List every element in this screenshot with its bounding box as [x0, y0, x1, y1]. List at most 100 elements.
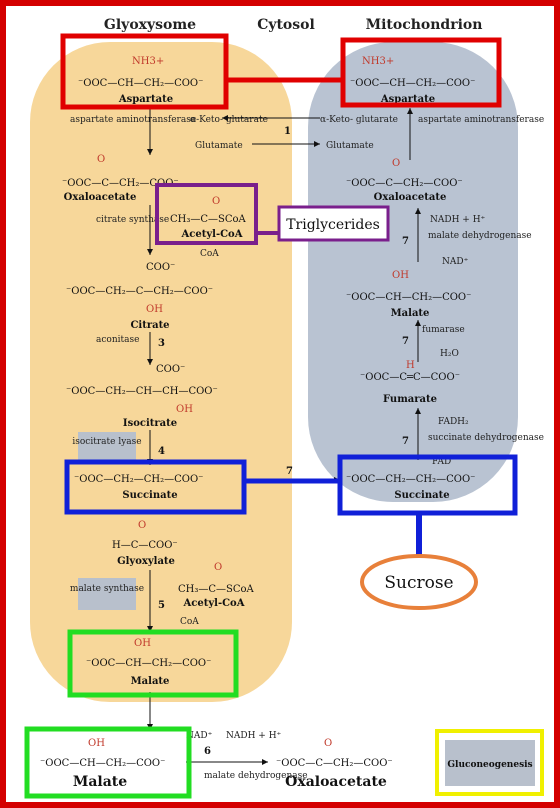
m-nadh: NADH + H⁺ [430, 215, 486, 225]
g-isocitrate-name: Isocitrate [123, 418, 177, 429]
g-acetylcoa-o: O [212, 196, 220, 207]
g-isocitrate-lyase-box [78, 432, 136, 462]
g-step4: 4 [158, 446, 165, 457]
header-cytosol: Cytosol [257, 17, 315, 33]
m-nad: NAD⁺ [442, 257, 469, 267]
c-oxaloacetate-o: O [324, 738, 332, 749]
aspartate-box-mitochondrion [340, 37, 502, 108]
g-succinate-formula: ⁻OOC—CH₂—CH₂—COO⁻ [74, 474, 203, 485]
g-citrate-formula: ⁻OOC—CH₂—C—CH₂—COO⁻ [66, 286, 213, 297]
m-fadh2: FADH₂ [438, 417, 469, 427]
m-malate-dehydrogenase: malate dehydrogenase [428, 231, 532, 241]
c-nad: NAD⁺ [186, 731, 213, 741]
m-glutamate: Glutamate [326, 141, 374, 151]
m-step1: 1 [284, 126, 291, 137]
transfer-step7: 7 [286, 466, 293, 477]
c-oxaloacetate-name: Oxaloacetate [285, 774, 387, 790]
g-isocitrate-oh: OH [176, 404, 193, 415]
malate-box-glyoxysome [67, 629, 239, 698]
g-malate-oh: OH [134, 638, 151, 649]
gluconeogenesis-label: Gluconeogenesis [447, 760, 532, 770]
sucrose-oval [360, 554, 478, 610]
g-oxaloacetate-formula: ⁻OOC—C—CH₂—COO⁻ [62, 178, 179, 189]
malate-box-cytosol [24, 726, 192, 799]
g-glyoxylate-o: O [138, 520, 146, 531]
gluconeogenesis-fill [445, 740, 535, 786]
c-nadh: NADH + H⁺ [226, 731, 282, 741]
sucrose-label: Sucrose [384, 573, 453, 593]
c-malate-name: Malate [73, 774, 127, 790]
m-alpha-ketoglutarate: α-Keto- glutarate [320, 115, 398, 125]
c-oxaloacetate-formula: ⁻OOC—C—CH₂—COO⁻ [276, 758, 393, 769]
g-aspartate-aminotransferase: aspartate aminotransferase [70, 115, 196, 125]
g-isocitrate-top: COO⁻ [156, 364, 185, 375]
c-malate-dehydrogenase: malate dehydrogenase [204, 771, 308, 781]
m-aspartate-aminotransferase: aspartate aminotransferase [418, 115, 544, 125]
g-oxaloacetate-name: Oxaloacetate [64, 192, 137, 203]
m-aspartate-nh3: NH3+ [362, 56, 394, 67]
g-aspartate-nh3: NH3+ [132, 56, 164, 67]
g-citrate-top: COO⁻ [146, 262, 175, 273]
g-step5: 5 [158, 600, 165, 611]
succinate-box-mitochondrion [337, 454, 518, 516]
m-step7b: 7 [402, 336, 409, 347]
header-mitochondrion: Mitochondrion [366, 17, 483, 33]
m-fumarate-name: Fumarate [383, 394, 437, 405]
g-step3: 3 [158, 338, 165, 349]
g-citrate-oh: OH [146, 304, 163, 315]
g-isocitrate-lyase: isocitrate lyase [72, 437, 141, 447]
g-glutamate: Glutamate [195, 141, 243, 151]
m-oxaloacetate-formula: ⁻OOC—C—CH₂—COO⁻ [346, 178, 463, 189]
g-isocitrate-formula: ⁻OOC—CH₂—CH—CH—COO⁻ [66, 386, 218, 397]
g-acetylcoa-formula: CH₃—C—SCoA [170, 214, 247, 225]
m-malate-oh: OH [392, 270, 409, 281]
header-glyoxysome: Glyoxysome [104, 17, 196, 33]
g-coa2: CoA [180, 617, 199, 627]
m-oxaloacetate-name: Oxaloacetate [374, 192, 447, 203]
g-acetylcoa2-formula: CH₃—C—SCoA [178, 584, 255, 595]
m-aspartate-formula: ⁻OOC—CH—CH₂—COO⁻ [350, 78, 475, 89]
c-malate-oh: OH [88, 738, 105, 749]
g-succinate-name: Succinate [122, 490, 177, 501]
g-citrate-synthase: citrate synthase [96, 215, 169, 225]
g-malate-name: Malate [131, 676, 170, 687]
c-malate-formula: ⁻OOC—CH—CH₂—COO⁻ [40, 758, 165, 769]
succinate-box-glyoxysome [64, 459, 247, 515]
g-aspartate-name: Aspartate [118, 94, 173, 105]
m-h2o: H₂O [440, 349, 459, 359]
m-oxaloacetate-o: O [392, 158, 400, 169]
c-step6: 6 [204, 746, 211, 757]
acetylcoa-box [155, 183, 258, 245]
m-fumarate-formula: ⁻OOC—C═C—COO⁻ [360, 372, 460, 383]
m-malate-name: Malate [391, 308, 430, 319]
m-fumarate-h: H [406, 360, 415, 371]
g-alpha-ketoglutarate: α-Keto- glutarate [190, 115, 268, 125]
m-malate-formula: ⁻OOC—CH—CH₂—COO⁻ [346, 292, 471, 303]
mitochondrion-compartment [308, 42, 518, 502]
m-succinate-formula: ⁻OOC—CH₂—CH₂—COO⁻ [346, 474, 475, 485]
g-citrate-name: Citrate [130, 320, 169, 331]
g-malate-synthase-box [78, 578, 136, 610]
aspartate-box-glyoxysome [60, 33, 229, 110]
g-aspartate-formula: ⁻OOC—CH—CH₂—COO⁻ [78, 78, 203, 89]
m-fad: FAD [432, 457, 451, 467]
g-malate-synthase: malate synthase [70, 584, 144, 594]
m-succinate-dehydrogenase: succinate dehydrogenase [428, 433, 544, 443]
g-acetylcoa2-name: Acetyl-CoA [183, 598, 245, 609]
m-aspartate-name: Aspartate [380, 94, 435, 105]
triglycerides-label: Triglycerides [286, 217, 380, 233]
g-acetylcoa-name: Acetyl-CoA [181, 229, 243, 240]
m-fumarase: fumarase [422, 325, 465, 335]
g-glyoxylate-formula: H—C—COO⁻ [112, 540, 178, 551]
g-aconitase: aconitase [96, 335, 139, 345]
triglycerides-box [277, 205, 390, 242]
m-step7a: 7 [402, 236, 409, 247]
m-succinate-name: Succinate [394, 490, 449, 501]
glyoxysome-compartment [30, 42, 292, 702]
g-oxaloacetate-o: O [97, 154, 105, 165]
g-acetylcoa2-o: O [214, 562, 222, 573]
g-coa: CoA [200, 249, 219, 259]
